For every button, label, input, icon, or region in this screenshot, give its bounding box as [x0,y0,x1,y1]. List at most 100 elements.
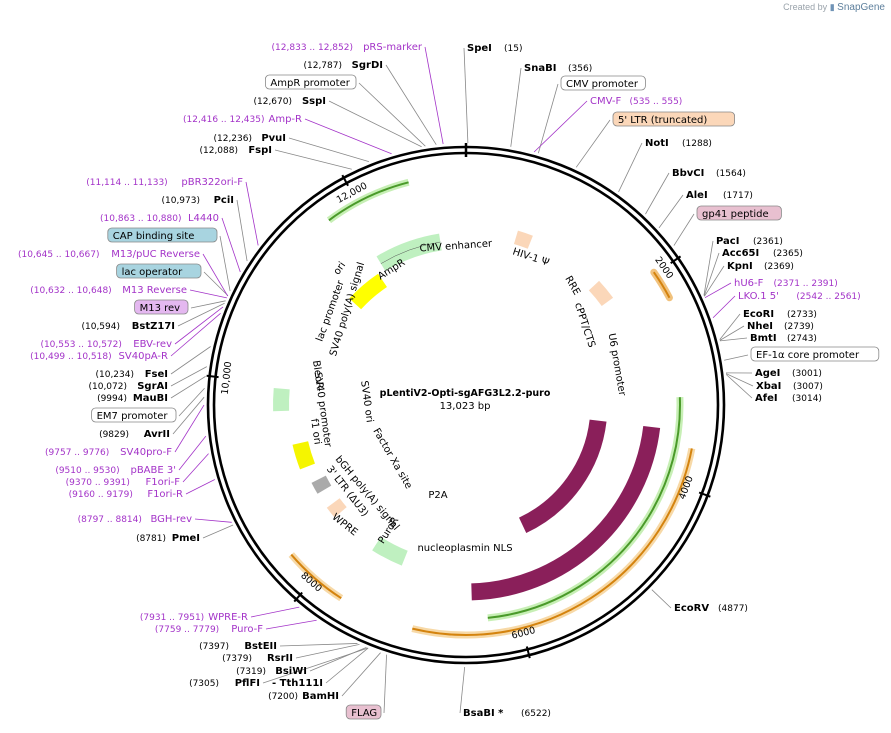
leader-fsei [170,346,211,375]
label-pos: (2361) [753,237,783,247]
label-cap: CAP binding site [107,227,218,243]
label-text: AvrII [144,429,170,440]
label-text: pRS-marker [363,42,423,53]
label-text: EcoRV [674,603,709,614]
label-pos: (12,236) [213,134,252,144]
orf-arc-orange-short-line [290,553,342,600]
label-fspi: FspI(12,088) [199,145,272,156]
cas9-outer-arrow [471,425,661,601]
label-pos: (15) [504,44,522,54]
feature-arrows [273,178,696,639]
inner-cas9b: Cas9 [565,510,591,534]
label-pmei: PmeI(8781) [136,533,200,544]
label-pos: (8781) [136,534,166,544]
inner-hiv: HIV-1 Ψ [511,247,550,269]
label-text: RsrII [267,653,293,664]
label-box [264,74,357,90]
label-text: SspI [302,96,326,107]
puror-arrow [372,536,408,566]
label-pos: (12,833 .. 12,852) [272,43,353,53]
label-bstz17i: BstZ17I(10,594) [81,321,175,332]
label-box [91,407,177,423]
label-text: F1ori-F [146,477,181,488]
label-text: AfeI [755,393,778,404]
leader-lacop [203,271,229,296]
orf-arc-orange-long-line [412,448,693,636]
label-pos: (3014) [792,394,822,404]
label-pos: (9370 .. 9391) [66,478,130,488]
leader-pvui [288,137,370,163]
label-text: Puro-F [231,624,263,635]
leader-sv40pa-r [170,313,221,357]
label-pos: (10,632 .. 10,648) [30,286,111,296]
label-text: PacI [716,236,739,247]
label-pos: (12,416 .. 12,435) [183,115,264,125]
label-text: PciI [214,195,234,206]
label-text: EM7 promoter [97,411,169,422]
inner-sv40ori: SV40 ori [358,380,375,423]
leader-bsabi [459,666,466,714]
label-m13reverse: M13 Reverse(10,632 .. 10,648) [30,285,187,296]
label-text: BamHI [302,691,339,702]
leader-ef1a [724,354,749,361]
leader-bsteii [279,643,358,647]
label-pos: (7931 .. 7951) [140,613,204,623]
leader-bgh-rev [194,518,232,523]
label-pos: (10,072) [88,382,127,392]
leader-hu6-f [704,282,732,299]
label-pos: (10,553 .. 10,572) [40,340,121,350]
ampr-arrow-edge [380,241,441,264]
label-text: XbaI [756,381,781,392]
label-pos: (10,863 .. 10,880) [100,214,181,224]
label-text: FspI [248,145,272,156]
label-acc65i: Acc65I(2365) [722,248,803,259]
label-pos: (356) [568,64,592,74]
label-pos: (12,670) [253,97,292,107]
tick-label: 8000 [298,570,323,594]
tick-mark [698,491,711,498]
label-hu6-f: hU6-F(2371 .. 2391) [734,278,838,289]
leader-f1ori-r [185,479,215,495]
leader-bamhi [341,652,381,697]
label-text: Acc65I [722,248,759,259]
inner-rre: RRE [562,274,582,297]
inner-nls: nucleoplasmin NLS [417,543,512,554]
snapgene-logo: Created by ▮ SnapGene [783,2,885,13]
tick-mark [670,255,682,265]
label-pos: (10,594) [81,322,120,332]
label-pcii: PciI(10,973) [161,195,234,206]
leader-sgrai [170,366,208,387]
leader-rsrii [295,643,360,659]
label-text: WPRE-R [208,612,248,623]
label-pos: (535 .. 555) [630,97,683,107]
leader-lko1 [712,295,736,319]
leader-afei [725,374,753,399]
label-text: M13/pUC Reverse [111,249,200,260]
label-pos: (10,645 .. 10,667) [18,250,99,260]
label-ampr-promoter: AmpR promoter [264,74,357,90]
label-pos: (9160 .. 9179) [69,490,133,500]
label-text: M13 rev [140,303,181,314]
label-xbai: XbaI (3007) [756,381,823,392]
label-ecori: EcoRI(2733) [743,309,817,320]
label-gp41: gp41 peptide [696,205,782,221]
label-text: SV40pA-R [119,351,168,362]
orf-arc-ampr-line [328,181,409,222]
label-text: Amp-R [269,114,303,125]
label-pos: (2371 .. 2391) [774,279,838,289]
label-pos: (3007) [793,382,823,392]
leader-kpni [704,265,725,297]
leader-nhei [719,325,745,341]
ltr3-box [326,498,347,518]
sv40-promoter-arrow [273,419,293,441]
label-pos: (10,234) [95,370,134,380]
label-bbvci: BbvCI(1564) [672,168,746,179]
cas9-inner-arrow [518,419,607,534]
ori-arrow [349,273,388,310]
label-text: SV40pro-F [120,447,172,458]
label-text: BbvCI [672,168,704,179]
label-ecorv: EcoRV(4877) [674,603,748,614]
label-bgh-rev: BGH-rev(8797 .. 8814) [78,514,192,525]
leader-cmv-promoter [537,83,559,154]
